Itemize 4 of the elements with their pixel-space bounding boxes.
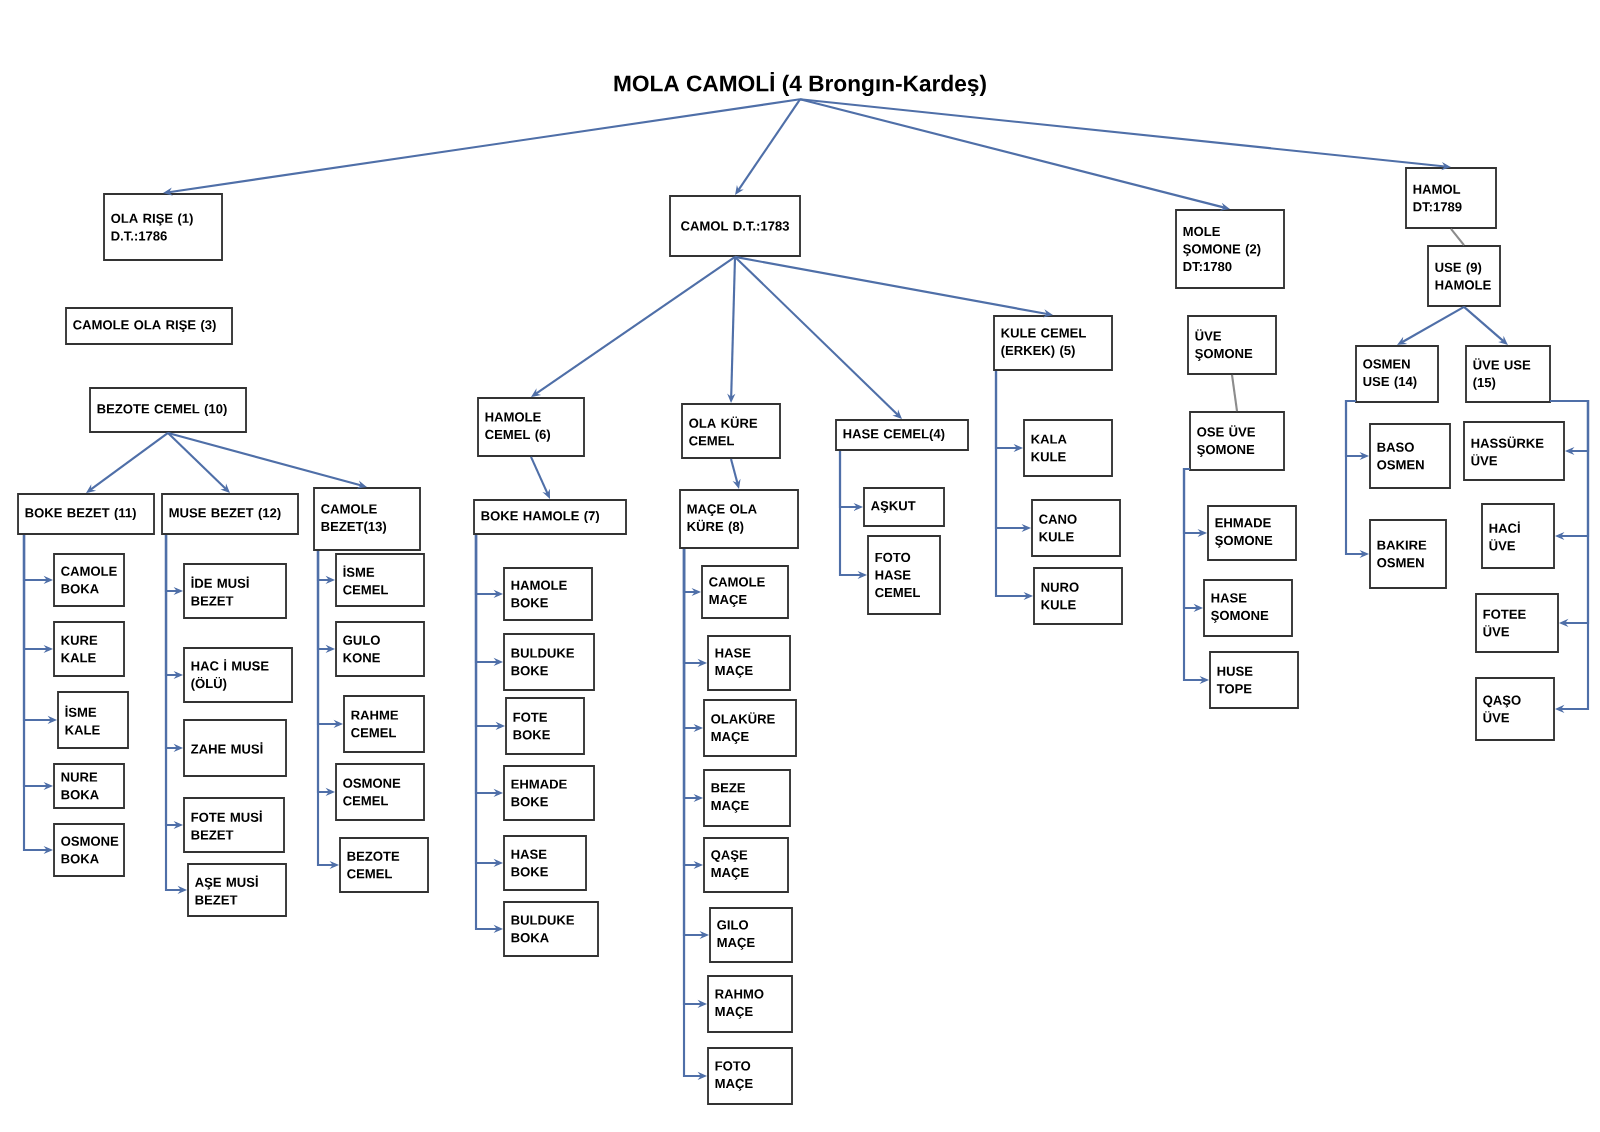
connector-line (1230, 374, 1239, 412)
arrow (1550, 399, 1590, 714)
connector-line (1450, 228, 1465, 246)
title: MOLA CAMOLİ (4 Brongın-Kardeş) (614, 71, 986, 97)
